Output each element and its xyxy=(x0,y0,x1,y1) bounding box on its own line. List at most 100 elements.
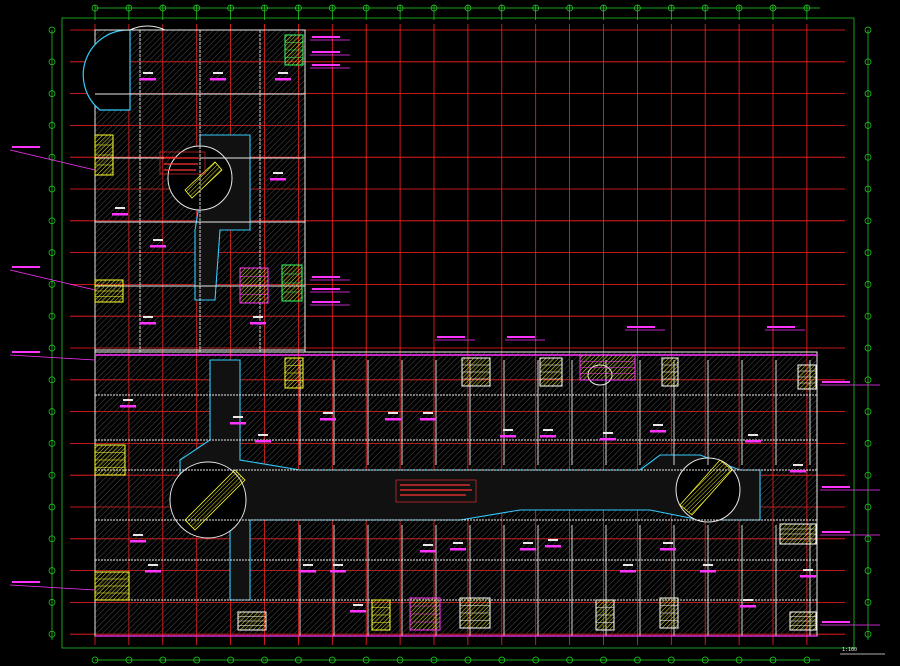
room-number xyxy=(603,432,613,434)
axis-bubble xyxy=(328,656,336,664)
leader-text xyxy=(312,64,340,66)
leader-text xyxy=(312,36,340,38)
central-annotation xyxy=(159,151,477,503)
room-tag xyxy=(600,438,616,441)
axis-bubble xyxy=(566,656,573,664)
leader-text xyxy=(507,336,535,338)
axis-bubble xyxy=(498,656,506,664)
room-number xyxy=(258,434,268,436)
room-walls xyxy=(95,29,817,637)
room-number xyxy=(323,412,333,414)
leader-line xyxy=(9,269,96,291)
room-tag xyxy=(745,440,761,443)
room-number xyxy=(388,412,398,414)
leader-text xyxy=(822,531,850,533)
axis-bubble xyxy=(864,26,872,34)
axis-bubble xyxy=(864,58,872,66)
svg-text:1:100: 1:100 xyxy=(842,647,857,653)
axis-bubble xyxy=(864,408,872,415)
leader-text xyxy=(312,301,340,303)
axis-bubble xyxy=(464,656,472,664)
room-tag xyxy=(275,78,291,81)
leader-line xyxy=(9,149,96,171)
escalators xyxy=(184,161,733,531)
axis-bubble xyxy=(735,656,743,664)
room-number xyxy=(623,564,633,566)
room-number xyxy=(353,604,363,606)
room-tag xyxy=(385,418,401,421)
axis-bubble xyxy=(864,471,872,479)
axis-bubble xyxy=(864,503,872,511)
room-number xyxy=(148,564,158,566)
room-tag xyxy=(270,178,286,181)
room-tag xyxy=(112,213,128,216)
room-tag xyxy=(700,570,716,573)
room-tag xyxy=(420,550,436,553)
room-number xyxy=(703,564,713,566)
axis-bubble xyxy=(48,122,56,129)
axis-bubble xyxy=(864,281,872,288)
room-tag xyxy=(330,570,346,573)
axis-bubble xyxy=(48,599,56,606)
room-tag xyxy=(130,540,146,543)
axis-bubble xyxy=(396,656,404,664)
room-tag xyxy=(250,322,266,325)
leader-line xyxy=(9,584,96,591)
leader-text xyxy=(822,381,850,383)
axis-bubble xyxy=(125,656,133,664)
room-tag xyxy=(660,548,676,551)
axis-bubble xyxy=(295,656,302,664)
axis-bubble xyxy=(667,656,675,664)
room-tag xyxy=(740,605,756,608)
room-tag xyxy=(800,575,816,578)
room-tag xyxy=(450,548,466,551)
axis-bubble xyxy=(48,281,56,288)
axis-bubble xyxy=(48,312,56,320)
axis-bubble xyxy=(864,153,872,161)
axis-bubble xyxy=(362,656,370,664)
axis-bubble xyxy=(48,567,56,574)
frame-outer xyxy=(61,17,855,649)
leader-text xyxy=(12,146,40,148)
room-number xyxy=(523,542,533,544)
stair-cores xyxy=(94,34,817,631)
axis-bubble xyxy=(227,656,234,664)
room-number xyxy=(503,429,513,431)
leader-text xyxy=(12,351,40,353)
room-labels xyxy=(112,72,816,613)
room-number xyxy=(803,569,813,571)
leader-text xyxy=(437,336,465,338)
axis-bubble xyxy=(803,656,811,664)
axis-bubble xyxy=(48,408,56,415)
room-tag xyxy=(230,422,246,425)
room-tag xyxy=(540,435,556,438)
axis-bubble xyxy=(864,312,872,320)
axis-bubble xyxy=(864,376,872,384)
axis-bubble xyxy=(864,599,872,606)
room-number xyxy=(663,542,673,544)
room-number xyxy=(543,429,553,431)
room-tag xyxy=(150,245,166,248)
room-tag xyxy=(420,418,436,421)
room-tag xyxy=(210,78,226,81)
room-number xyxy=(743,599,753,601)
axis-bubble xyxy=(48,90,56,97)
room-tag xyxy=(520,548,536,551)
room-number xyxy=(273,172,283,174)
room-number xyxy=(115,207,125,209)
room-tag xyxy=(620,570,636,573)
room-number xyxy=(278,72,288,74)
axis-bubble xyxy=(48,249,56,256)
room-number xyxy=(133,534,143,536)
building-footprint xyxy=(82,25,818,637)
axis-bubble xyxy=(48,471,56,479)
leader-text xyxy=(12,266,40,268)
room-tag xyxy=(320,418,336,421)
axis-bubble xyxy=(48,440,56,447)
room-tag xyxy=(145,570,161,573)
axis-bubble xyxy=(864,90,872,97)
room-tag xyxy=(790,470,806,473)
leader-text xyxy=(312,276,340,278)
axis-bubble xyxy=(48,376,56,384)
dimension-frame xyxy=(48,4,872,664)
